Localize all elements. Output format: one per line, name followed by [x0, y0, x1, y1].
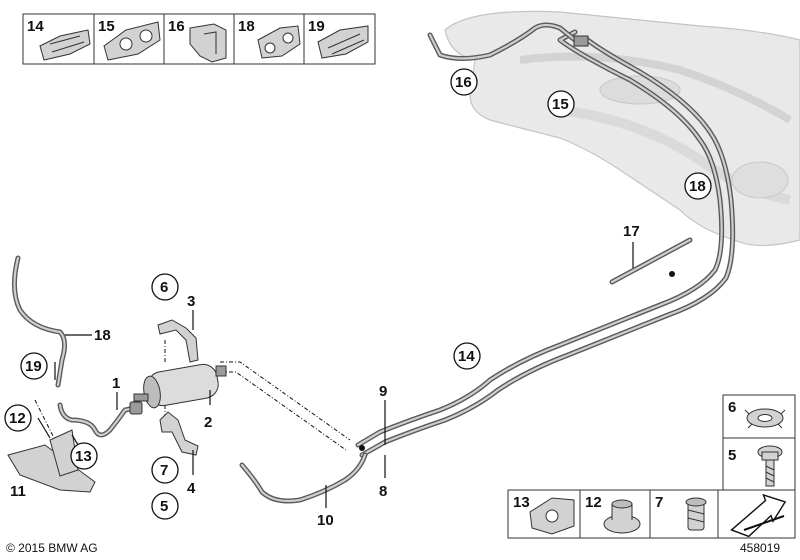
clip-14-image — [39, 29, 91, 61]
clamp-3 — [157, 319, 199, 363]
callout-12: 12 — [9, 410, 26, 427]
fuel-tank — [444, 10, 800, 247]
washer-6-image — [744, 408, 786, 429]
hose-1 — [57, 401, 143, 438]
leader-lines — [37, 242, 634, 508]
fuel-line-10 — [239, 452, 368, 504]
callout-18: 18 — [689, 178, 706, 195]
circled-callouts: 6 7 5 12 13 14 15 16 18 19 — [4, 68, 712, 520]
bracket-11 — [7, 429, 96, 493]
callout-11: 11 — [10, 483, 26, 500]
callout-5: 5 — [160, 498, 168, 515]
copyright-text: © 2015 BMW AG — [6, 541, 98, 555]
fuel-filter — [133, 363, 227, 409]
callout-10: 10 — [317, 512, 334, 529]
diagram-id: 458019 — [740, 541, 781, 555]
legend-label-5: 5 — [728, 447, 736, 464]
legend-label-7: 7 — [655, 494, 663, 511]
callout-15: 15 — [552, 96, 569, 113]
legend-label-13: 13 — [513, 494, 530, 511]
fuel-line-18-left — [12, 255, 68, 388]
direction-arrow-icon — [730, 493, 787, 538]
bottom-legend: 13 12 7 — [507, 489, 796, 539]
clip-16-image — [189, 23, 227, 63]
callout-2: 2 — [204, 414, 212, 431]
top-legend: 14 15 16 18 19 — [22, 13, 376, 65]
callout-9: 9 — [379, 383, 387, 400]
fuel-line-main — [355, 22, 736, 458]
clip-19-image — [317, 25, 369, 59]
bolt-5-image — [757, 445, 783, 487]
legend-label-6: 6 — [728, 399, 736, 416]
line-clips — [359, 35, 675, 451]
legend-label-15: 15 — [98, 18, 115, 35]
callout-19: 19 — [25, 358, 42, 375]
clamp-4 — [159, 411, 199, 456]
callout-17: 17 — [623, 223, 640, 240]
callout-6: 6 — [160, 279, 168, 296]
clip-13-image — [529, 497, 575, 535]
legend-label-14: 14 — [27, 18, 44, 35]
callout-3: 3 — [187, 293, 195, 310]
callout-4: 4 — [187, 480, 196, 497]
rivet-nut-7-image — [685, 497, 707, 531]
callout-16: 16 — [455, 74, 472, 91]
legend-label-18: 18 — [238, 18, 255, 35]
clip-15-image — [103, 21, 161, 61]
callout-14: 14 — [458, 348, 475, 365]
legend-label-19: 19 — [308, 18, 325, 35]
callout-1: 1 — [112, 375, 120, 392]
legend-label-12: 12 — [585, 494, 602, 511]
right-legend: 6 5 — [722, 394, 796, 492]
callout-7: 7 — [160, 462, 168, 479]
clip-18-image — [257, 25, 301, 59]
callout-18-left: 18 — [94, 327, 111, 344]
guide-rail-17 — [609, 237, 693, 285]
legend-label-16: 16 — [168, 18, 185, 35]
nut-12-image — [603, 499, 641, 534]
callouts: 1 2 3 4 8 9 10 11 17 18 — [10, 223, 640, 529]
callout-8: 8 — [379, 483, 387, 500]
callout-13: 13 — [75, 448, 92, 465]
